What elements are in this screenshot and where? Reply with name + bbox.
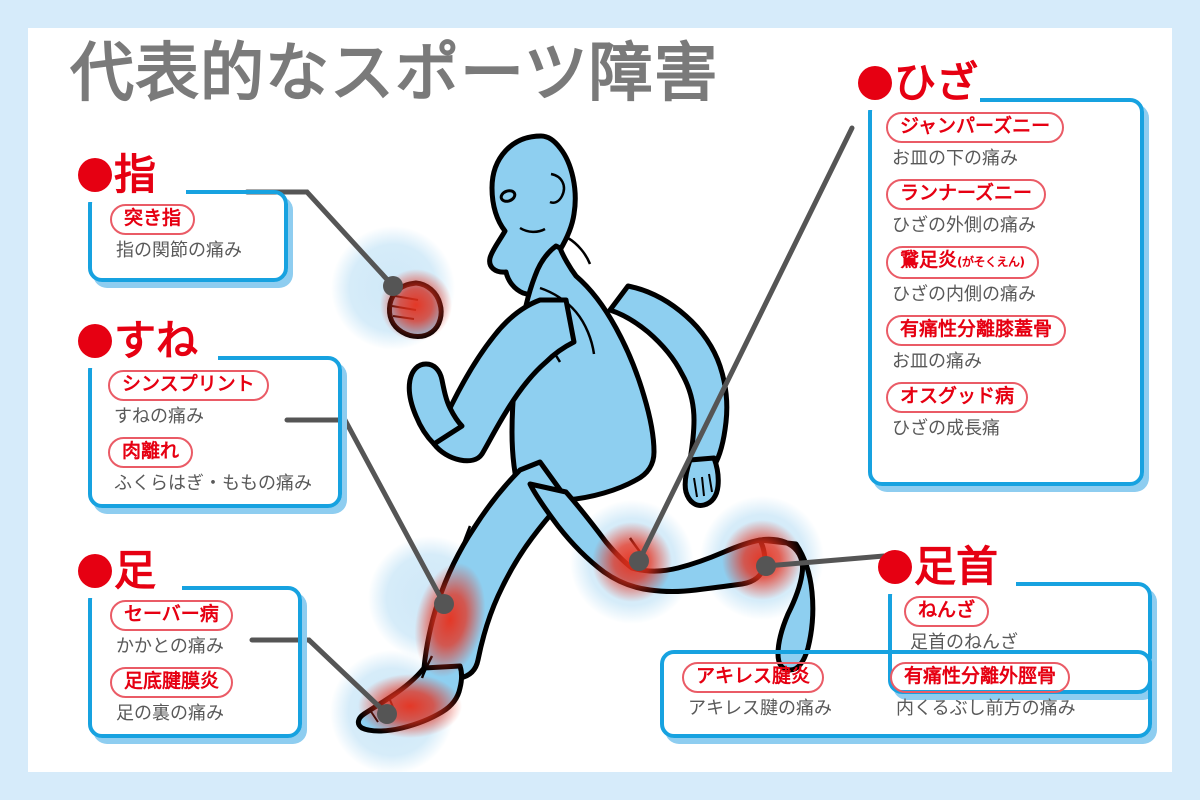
condition-desc: 足の裏の痛み <box>116 703 224 724</box>
red-dot-icon <box>858 66 892 100</box>
condition-desc: 内くるぶし前方の痛み <box>896 698 1076 719</box>
panel-foot-heading: 足 <box>78 550 156 592</box>
panel-finger-body: 突き指 指の関節の痛み <box>88 190 288 271</box>
condition-pill: 有痛性分離外脛骨 <box>890 662 1071 693</box>
panel-finger-border <box>88 190 288 282</box>
panel-finger-heading: 指 <box>78 154 156 196</box>
red-dot-icon <box>78 324 112 358</box>
panel-foot-heading-text: 足 <box>114 546 157 595</box>
condition-pill: ランナーズニー <box>886 179 1047 210</box>
condition-desc: かかとの痛み <box>116 636 224 657</box>
panel-foot-body: セーバー病 かかとの痛み 足底腱膜炎 足の裏の痛み <box>88 586 302 734</box>
panel-knee-body: ジャンパーズニー お皿の下の痛み ランナーズニー ひざの外側の痛み 鵞足炎(がそ… <box>868 98 1144 449</box>
condition-pill: セーバー病 <box>110 600 233 631</box>
condition-pill: ねんざ <box>904 596 990 627</box>
panel-achilles-body: アキレス腱炎 アキレス腱の痛み 有痛性分離外脛骨 内くるぶし前方の痛み <box>660 650 1152 729</box>
condition-pill: ジャンパーズニー <box>886 112 1065 143</box>
point-foot <box>377 704 397 724</box>
condition-desc: ふくらはぎ・ももの痛み <box>114 473 312 494</box>
condition-pill: アキレス腱炎 <box>682 662 825 693</box>
condition-pill: 肉離れ <box>108 437 194 468</box>
condition-desc: お皿の下の痛み <box>892 148 1018 169</box>
panel-shin-heading-text: すね <box>114 316 199 365</box>
panel-finger-heading-text: 指 <box>114 150 157 199</box>
panel-ankle: 足首 ねんざ 足首のねんざ <box>878 546 1152 694</box>
page-title: 代表的なスポーツ障害 <box>70 37 719 111</box>
panel-finger: 指 突き指 指の関節の痛み <box>78 154 288 282</box>
condition-name: 鵞足炎 <box>900 249 958 271</box>
condition-desc: ひざの成長痛 <box>892 418 1000 439</box>
red-dot-icon <box>78 158 112 192</box>
leader-foot <box>249 637 390 717</box>
condition-pill: 鵞足炎(がそくえん) <box>886 246 1039 279</box>
panel-knee: ひざ ジャンパーズニー お皿の下の痛み ランナーズニー ひざの外側の痛み 鵞足炎… <box>858 62 1144 486</box>
leader-knee <box>636 125 855 564</box>
condition-ruby: (がそくえん) <box>957 255 1025 269</box>
leader-ankle <box>763 553 887 569</box>
condition-desc: お皿の痛み <box>892 351 982 372</box>
condition-pill: 有痛性分離膝蓋骨 <box>886 315 1067 346</box>
point-ankle <box>756 556 776 576</box>
panel-knee-heading-text: ひざ <box>894 58 979 107</box>
panel-foot: 足 セーバー病 かかとの痛み 足底腱膜炎 足の裏の痛み <box>78 550 302 738</box>
condition-pill: シンスプリント <box>108 370 269 401</box>
leader-shin <box>284 417 447 607</box>
panel-knee-heading: ひざ <box>858 62 978 104</box>
condition-desc: すねの痛み <box>114 406 204 427</box>
point-shin <box>434 594 454 614</box>
panel-foot-border <box>88 586 302 738</box>
panel-ankle-body: ねんざ 足首のねんざ <box>888 582 1152 663</box>
panel-knee-border <box>868 98 1144 486</box>
panel-achilles-border <box>660 650 1152 738</box>
condition-pill: 足底腱膜炎 <box>110 667 234 698</box>
red-dot-icon <box>878 550 912 584</box>
panel-shin: すね シンスプリント すねの痛み 肉離れ ふくらはぎ・ももの痛み <box>78 320 342 508</box>
point-fist <box>383 276 403 296</box>
point-knee <box>629 551 649 571</box>
condition-desc: 指の関節の痛み <box>116 240 242 261</box>
condition-desc: ひざの内側の痛み <box>892 284 1036 305</box>
condition-pill: オスグッド病 <box>886 382 1029 413</box>
panel-shin-heading: すね <box>78 320 198 362</box>
gaikeikotsu-column: 有痛性分離外脛骨 内くるぶし前方の痛み <box>832 662 1076 729</box>
condition-desc: アキレス腱の痛み <box>688 698 832 719</box>
condition-desc: ひざの外側の痛み <box>892 215 1036 236</box>
panel-shin-body: シンスプリント すねの痛み 肉離れ ふくらはぎ・ももの痛み <box>88 356 342 504</box>
achilles-column: アキレス腱炎 アキレス腱の痛み <box>660 662 832 729</box>
condition-pill: 突き指 <box>110 204 196 235</box>
panel-ankle-heading: 足首 <box>878 546 998 588</box>
panel-ankle-heading-text: 足首 <box>914 542 999 591</box>
red-dot-icon <box>78 554 112 588</box>
panel-achilles: アキレス腱炎 アキレス腱の痛み 有痛性分離外脛骨 内くるぶし前方の痛み <box>660 650 1152 738</box>
leader-dots <box>377 276 776 724</box>
condition-desc: 足首のねんざ <box>910 632 1018 653</box>
